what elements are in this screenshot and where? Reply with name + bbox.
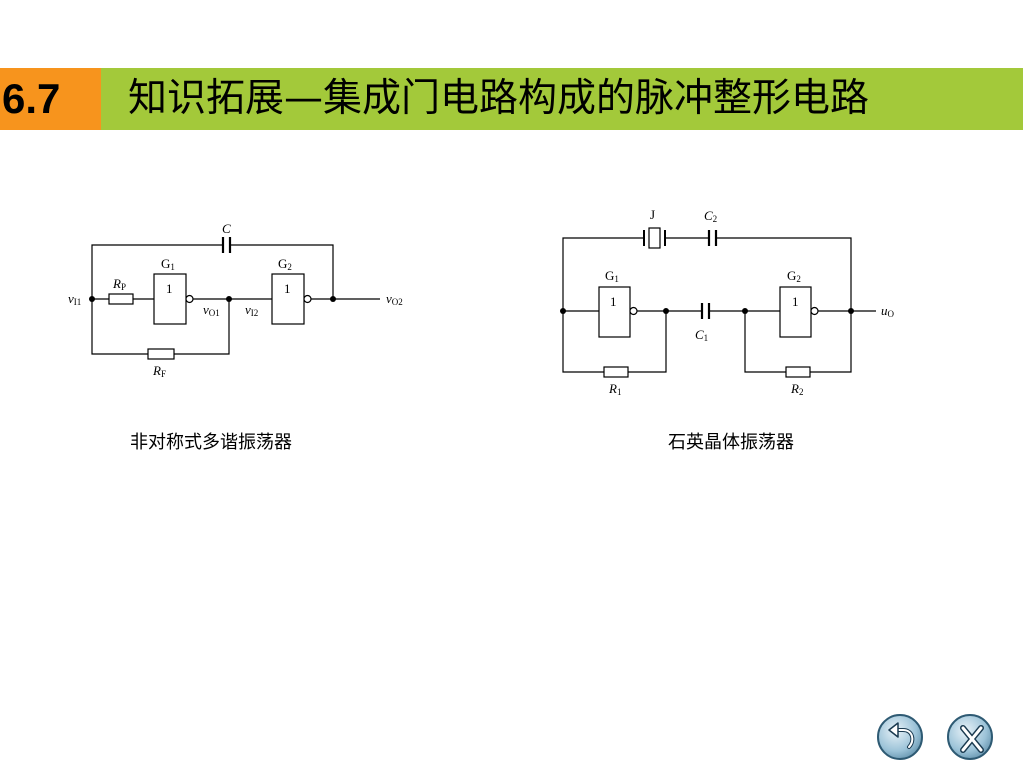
label-g2-symbol: 1 [792,294,799,309]
gate-g1-bubble [629,306,638,316]
svg-text:vO1: vO1 [203,302,220,318]
label-vi1: v [68,291,74,306]
label-vi2: v [245,302,251,317]
node-input [560,308,566,314]
svg-text:G1: G1 [161,256,175,272]
label-vo1: v [203,302,209,317]
svg-text:vI2: vI2 [245,302,258,318]
label-g1-symbol: 1 [166,281,173,296]
right-circuit-caption: 石英晶体振荡器 [668,432,794,453]
label-g1: G [605,268,614,283]
label-crystal-j: J [650,207,655,222]
wire-top-right [230,244,334,299]
wire-top-left [562,237,644,311]
svg-text:R1: R1 [608,381,621,397]
node-g1-out [663,308,669,314]
page-title: 知识拓展—集成门电路构成的脉冲整形电路 [128,76,870,121]
crystal-oscillator-diagram: J C2 G1 G2 1 1 C1 R1 R2 uO [560,207,895,397]
wire-r2-right [810,311,852,373]
gate-g2-body [271,273,305,325]
resistor-rp [108,293,134,305]
label-g2-symbol: 1 [284,281,291,296]
wire-bottom-right [174,299,230,355]
resistor-r1 [603,366,629,378]
gate-g1-bubble [185,294,194,304]
label-capacitor-c: C [222,221,231,236]
label-c2: C [704,208,713,223]
gate-g1-body [153,273,187,325]
label-rp: R [112,276,121,291]
label-g2: G [278,256,287,271]
label-g1: G [161,256,170,271]
svg-text:G2: G2 [278,256,292,272]
svg-text:RP: RP [112,276,126,292]
svg-text:R2: R2 [790,381,803,397]
wire-r1-left [562,311,604,373]
title-bar: 知识拓展—集成门电路构成的脉冲整形电路 [101,68,1023,130]
svg-text:G2: G2 [787,268,801,284]
node-g2-in [742,308,748,314]
wire-bottom-left [91,299,148,355]
label-r1: R [608,381,617,396]
svg-text:uO: uO [881,303,895,319]
wire-top-left [91,244,223,299]
gate-g2-bubble [303,294,312,304]
close-button[interactable] [947,714,993,760]
section-number: 6.7 [0,68,101,130]
svg-text:vO2: vO2 [386,291,403,307]
label-c1: C [695,327,704,342]
resistor-rf [147,348,175,360]
gate-g2-bubble [810,306,819,316]
node-output [330,296,336,302]
section-number-text: 6.7 [2,75,61,122]
back-button[interactable] [877,714,923,760]
left-circuit-caption: 非对称式多谐振荡器 [130,432,292,453]
node-output [848,308,854,314]
wire-r1-right [628,311,667,373]
crystal-body [648,227,661,249]
svg-text:G1: G1 [605,268,619,284]
resistor-r2 [785,366,811,378]
asymmetric-multivibrator-diagram: C G1 G2 1 1 RP RF vI1 vO1 vI2 vO2 [68,221,403,379]
label-g2: G [787,268,796,283]
label-g1-symbol: 1 [610,294,617,309]
label-uo: u [881,303,888,318]
label-r2: R [790,381,799,396]
svg-text:RF: RF [152,363,166,379]
wire-top-right [716,237,852,311]
label-vo2: v [386,291,392,306]
svg-text:C1: C1 [695,327,708,343]
wire-r2-left [744,311,786,373]
node-vo1 [226,296,232,302]
svg-text:C2: C2 [704,208,717,224]
svg-text:vI1: vI1 [68,291,81,307]
return-arrow-icon [888,722,915,749]
label-rf: R [152,363,161,378]
close-x-icon [960,725,984,753]
node-input [89,296,95,302]
